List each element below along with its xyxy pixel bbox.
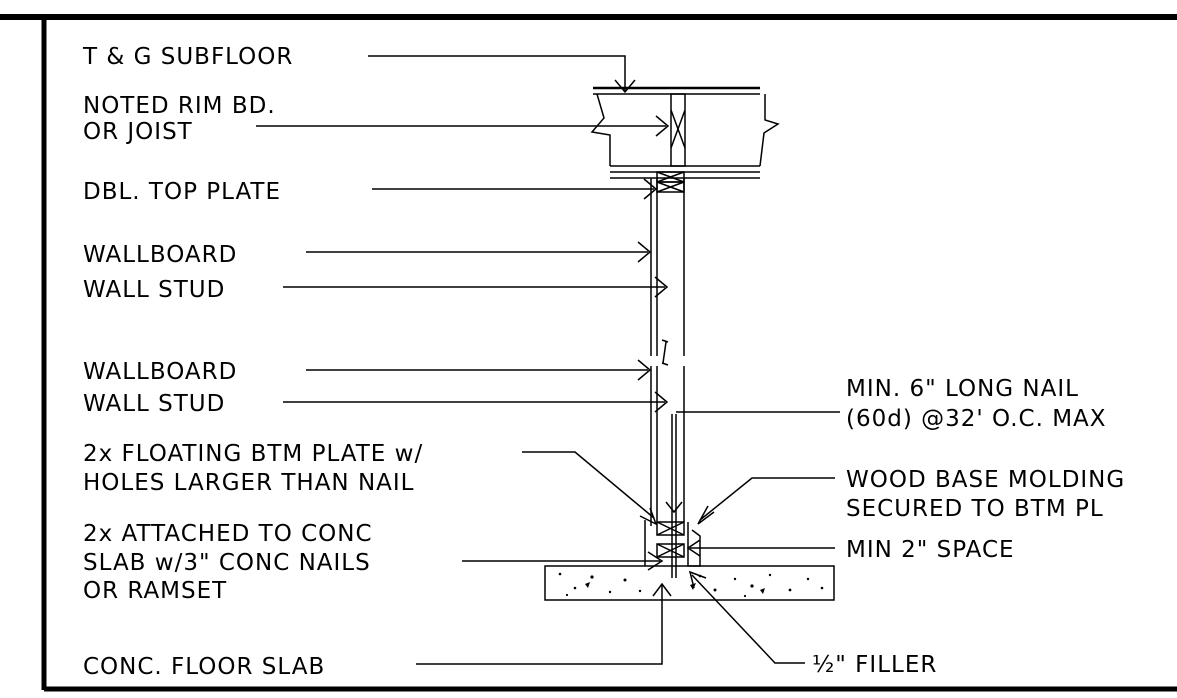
floor-joist-assembly — [590, 86, 780, 179]
wall-upper — [650, 178, 685, 356]
label-top-plate: DBL. TOP PLATE — [83, 179, 281, 205]
label-space: MIN 2" SPACE — [846, 537, 1015, 563]
label-floating-line2: HOLES LARGER THAN NAIL — [83, 470, 415, 496]
label-filler: ½" FILLER — [812, 652, 937, 678]
label-attached-line1: 2x ATTACHED TO CONC — [83, 521, 373, 547]
label-nail-line1: MIN. 6" LONG NAIL — [846, 376, 1079, 402]
label-subfloor: T & G SUBFLOOR — [82, 44, 293, 70]
labels: T & G SUBFLOOR NOTED RIM BD. OR JOIST DB… — [82, 44, 1125, 680]
double-top-plate — [656, 171, 685, 193]
wall-lower — [650, 366, 685, 526]
label-molding-line1: WOOD BASE MOLDING — [846, 467, 1125, 493]
label-stud-upper: WALL STUD — [83, 277, 225, 303]
concrete-slab — [544, 565, 835, 601]
label-wallboard-upper: WALLBOARD — [83, 242, 237, 268]
wall-break — [661, 339, 669, 366]
label-molding-line2: SECURED TO BTM PL — [846, 496, 1104, 522]
label-attached-line3: OR RAMSET — [83, 578, 227, 604]
bottom-plates — [644, 414, 701, 578]
label-slab: CONC. FLOOR SLAB — [83, 654, 325, 680]
label-stud-lower: WALL STUD — [83, 391, 225, 417]
label-nail-line2: (60d) @32' O.C. MAX — [846, 406, 1107, 432]
label-attached-line2: SLAB w/3" CONC NAILS — [83, 550, 371, 576]
leaders — [256, 55, 840, 665]
label-wallboard-lower: WALLBOARD — [83, 359, 237, 385]
drawing-border — [0, 14, 1177, 692]
label-floating-line1: 2x FLOATING BTM PLATE w/ — [83, 441, 423, 467]
label-rim-line1: NOTED RIM BD. — [83, 93, 276, 119]
label-rim-line2: OR JOIST — [83, 119, 193, 145]
